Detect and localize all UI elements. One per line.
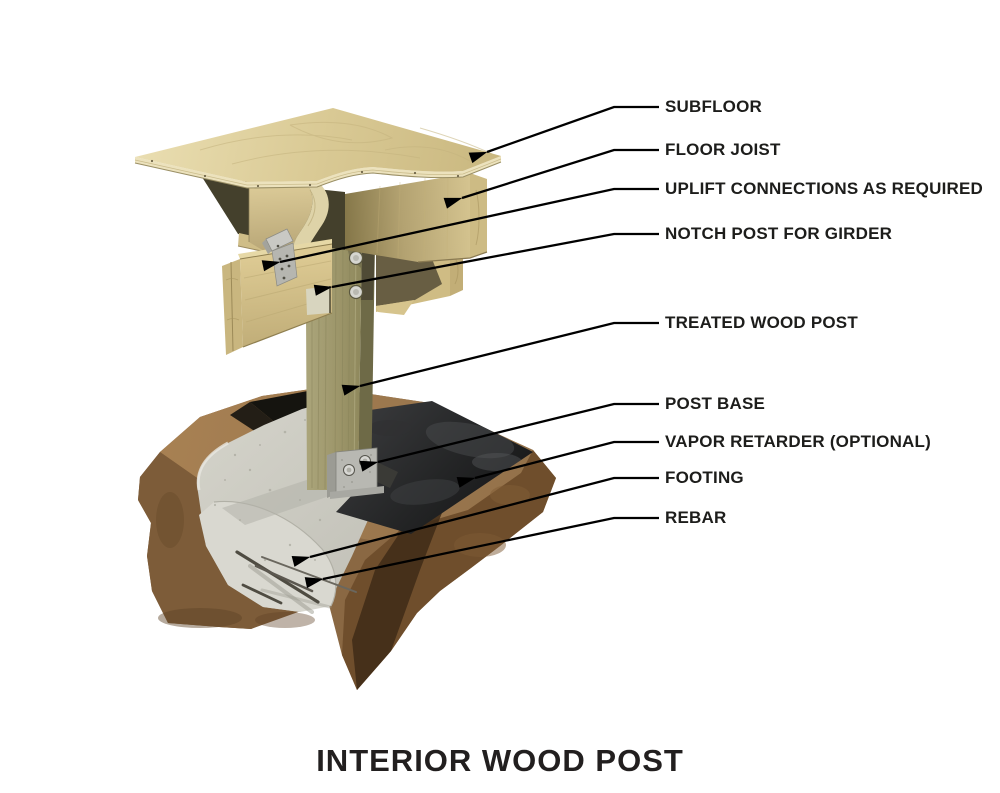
leader-rebar: [304, 516, 659, 589]
subfloor-illustration: [134, 108, 502, 189]
label-subfloor: SUBFLOOR: [665, 97, 762, 116]
diagram-title: INTERIOR WOOD POST: [316, 743, 684, 778]
label-footing: FOOTING: [665, 468, 744, 487]
label-treated-post: TREATED WOOD POST: [665, 313, 858, 332]
label-notch: NOTCH POST FOR GIRDER: [665, 224, 893, 243]
leader-uplift: [261, 187, 659, 272]
label-floor-joist: FLOOR JOIST: [665, 140, 781, 159]
leader-treated-post: [341, 321, 659, 396]
uplift-connector-illustration: [262, 228, 298, 287]
leader-notch: [313, 232, 659, 296]
leader-vapor-retarder: [456, 440, 659, 488]
leader-lines: [261, 105, 659, 589]
label-post-base: POST BASE: [665, 394, 766, 413]
rebar-illustration: [235, 550, 357, 614]
leader-footing: [291, 476, 659, 567]
leader-post-base: [359, 402, 659, 472]
label-uplift: UPLIFT CONNECTIONS AS REQUIRED: [665, 179, 983, 198]
label-vapor-retarder: VAPOR RETARDER (OPTIONAL): [665, 432, 931, 451]
leader-subfloor: [468, 105, 659, 164]
label-rebar: REBAR: [665, 508, 727, 527]
leader-floor-joist: [443, 148, 659, 209]
girder-illustration: [222, 239, 333, 355]
